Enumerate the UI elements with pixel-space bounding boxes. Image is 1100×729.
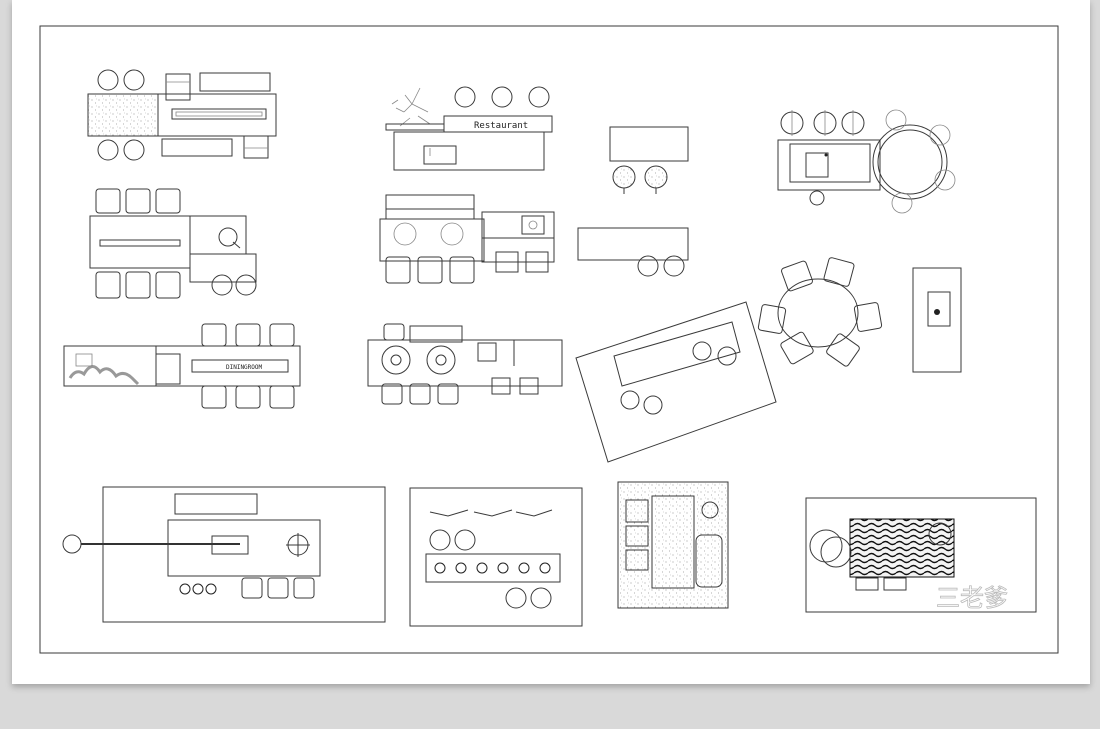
restaurant-counter-unit: Restaurant (385, 86, 553, 171)
small-table-unit (609, 126, 689, 194)
textured-booth-unit (617, 481, 729, 609)
bar-counter-unit (87, 69, 277, 161)
rect-table-unit (577, 227, 689, 277)
diningroom-label: DININGROOM (226, 364, 263, 371)
diningroom-table-unit: DININGROOM (63, 323, 301, 409)
watermark: 三老爹 (936, 584, 1008, 612)
counter-burner-unit (62, 486, 386, 623)
sheet-border (39, 25, 1059, 654)
two-round-table-counter-unit (367, 323, 563, 405)
wood-table-unit: 三老爹 (805, 497, 1037, 613)
counter-round-table-unit (777, 109, 956, 214)
rotated-table-unit (575, 301, 777, 463)
restaurant-label: Restaurant (474, 121, 528, 131)
single-table-unit (912, 267, 962, 373)
long-dining-table-unit (89, 188, 257, 299)
kitchen-counter-unit (379, 194, 555, 284)
five-seat-round-table-unit (757, 257, 883, 367)
buffet-counter-unit (409, 487, 583, 627)
